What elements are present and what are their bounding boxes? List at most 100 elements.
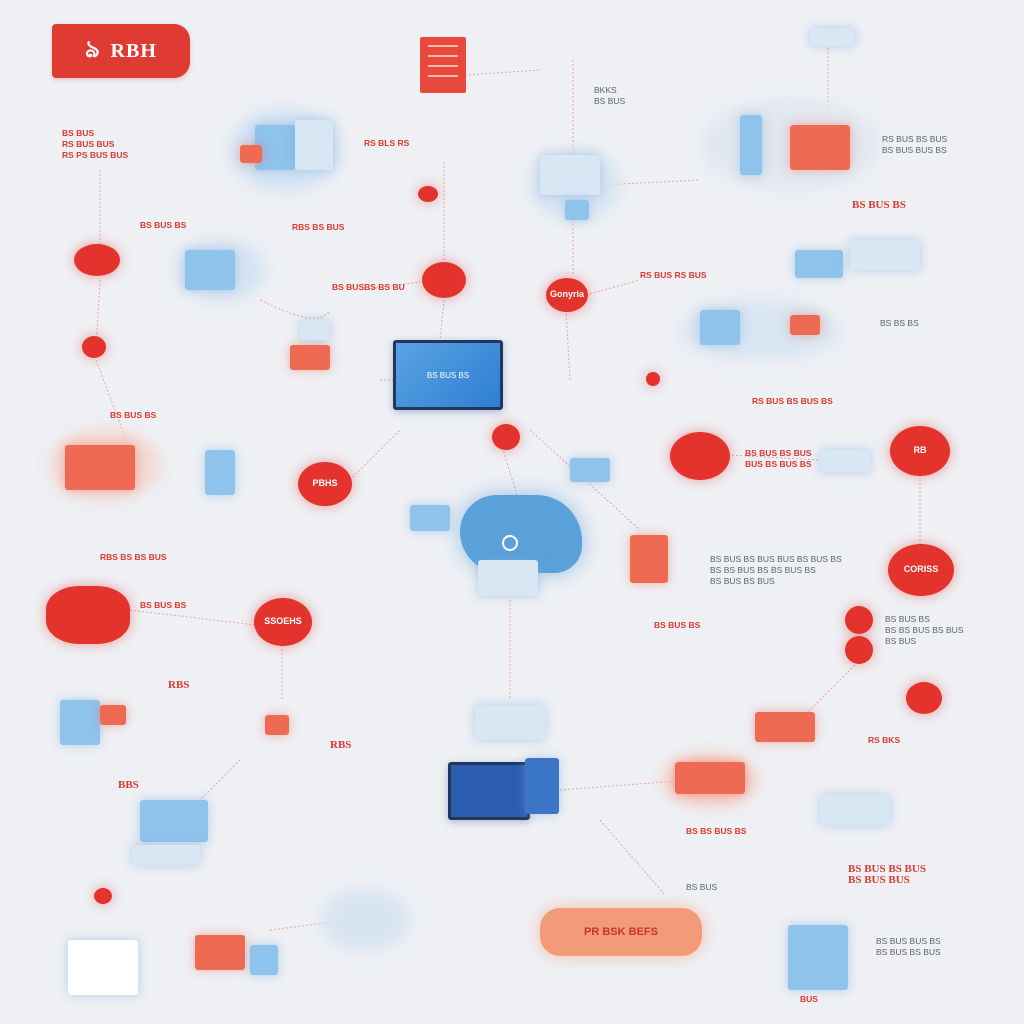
document-screen-illustration [788,925,848,990]
label-block-16: BS BUS BS [140,600,187,610]
illustration-glow [320,890,410,950]
node-9[interactable]: CORISS [888,544,954,596]
label-block-5: RBS BS BUS [292,222,345,232]
link-line [499,439,521,506]
node-10[interactable] [46,586,130,644]
factory-illustration [755,712,815,742]
label-block-25: BS BUS [686,882,718,892]
monitor-label: BS BUS BS [426,370,470,380]
label-block-11: BS BS BS [880,318,919,328]
link-line [799,664,856,721]
document-icon [420,37,466,93]
label-block-4: BS BUS BS [140,220,187,230]
label-block-22: RS BKS [868,735,901,745]
node-15[interactable] [418,186,438,202]
node-13[interactable] [845,636,873,664]
device-illustration [250,945,278,975]
label-block-20: BBS [118,779,139,791]
brand-badge[interactable]: ঌ RBH [52,24,190,78]
truck-illustration [290,345,330,370]
printer-illustration [68,940,138,995]
link-line [599,819,666,896]
label-block-14: RBS BS BS BUS [100,552,167,562]
label-block-8: BS BUS BS [110,410,157,420]
store-illustration [65,445,135,490]
tablet-illustration [525,758,559,814]
building-illustration [700,310,740,345]
node-16[interactable] [94,888,112,904]
label-block-6: BS BUSBS BS BU [332,282,405,292]
sync-icon [502,535,518,551]
shop-illustration [790,315,820,335]
stack-illustration [630,535,668,583]
label-block-21: BS BUS BS [654,620,701,630]
dragon-logo-icon: ঌ [85,37,101,63]
label-block-19: RBS [330,739,352,751]
factory-illustration [790,125,850,170]
store-illustration [195,935,245,970]
warehouse-illustration [185,250,235,290]
node-14[interactable] [906,682,942,714]
label-block-27: BUS [800,994,818,1004]
node-2[interactable] [82,336,106,358]
tower-illustration [740,115,762,175]
link-line [129,609,256,626]
node-12[interactable] [845,606,873,634]
link-line [727,454,821,461]
node-4[interactable]: Gonyria [546,278,588,312]
server-illustration [540,155,600,195]
label-block-7: RS BUS RS BUS [640,270,707,280]
server-illustration [850,240,920,270]
desktop-monitor[interactable] [448,762,530,820]
device-illustration [820,450,870,472]
link-line [259,299,331,319]
label-block-10: BS BUS BS [852,199,906,211]
link-line [269,919,351,931]
device-illustration [475,705,545,740]
node-17[interactable] [646,372,660,386]
node-8[interactable]: RB [890,426,950,476]
link-line [464,69,541,76]
server-illustration [820,795,890,825]
label-block-12: RS BUS BS BUS BS [752,396,833,406]
main-monitor[interactable]: BS BUS BS [393,340,503,410]
chat-illustration [410,505,450,531]
node-1[interactable] [74,244,120,276]
link-line [565,309,571,381]
card-illustration [570,458,610,482]
keyboard-illustration [132,845,200,865]
node-3[interactable] [422,262,466,298]
phone-illustration [205,450,235,495]
label-block-18: RBS [168,679,190,691]
node-5[interactable] [492,424,520,450]
label-block-23: BS BS BUS BS [686,826,747,836]
node-7[interactable] [670,432,730,480]
label-block-3: RS BLS RS [364,138,410,148]
building-illustration [60,700,100,745]
vehicle-illustration [810,28,855,46]
summary-pill[interactable]: PR BSK BEFS [540,908,702,956]
link-line [439,299,445,341]
shop-illustration [100,705,126,725]
office-illustration [295,120,333,170]
brand-label: RBH [110,39,157,62]
node-6[interactable]: PBHS [298,462,352,506]
link-line [585,279,641,296]
dashboard-illustration [795,250,843,278]
panel-illustration [300,320,330,340]
shop-illustration [240,145,262,163]
link-line [199,759,241,801]
link-line [349,429,401,481]
device-illustration [565,200,589,220]
node-11[interactable]: SSOEHS [254,598,312,646]
